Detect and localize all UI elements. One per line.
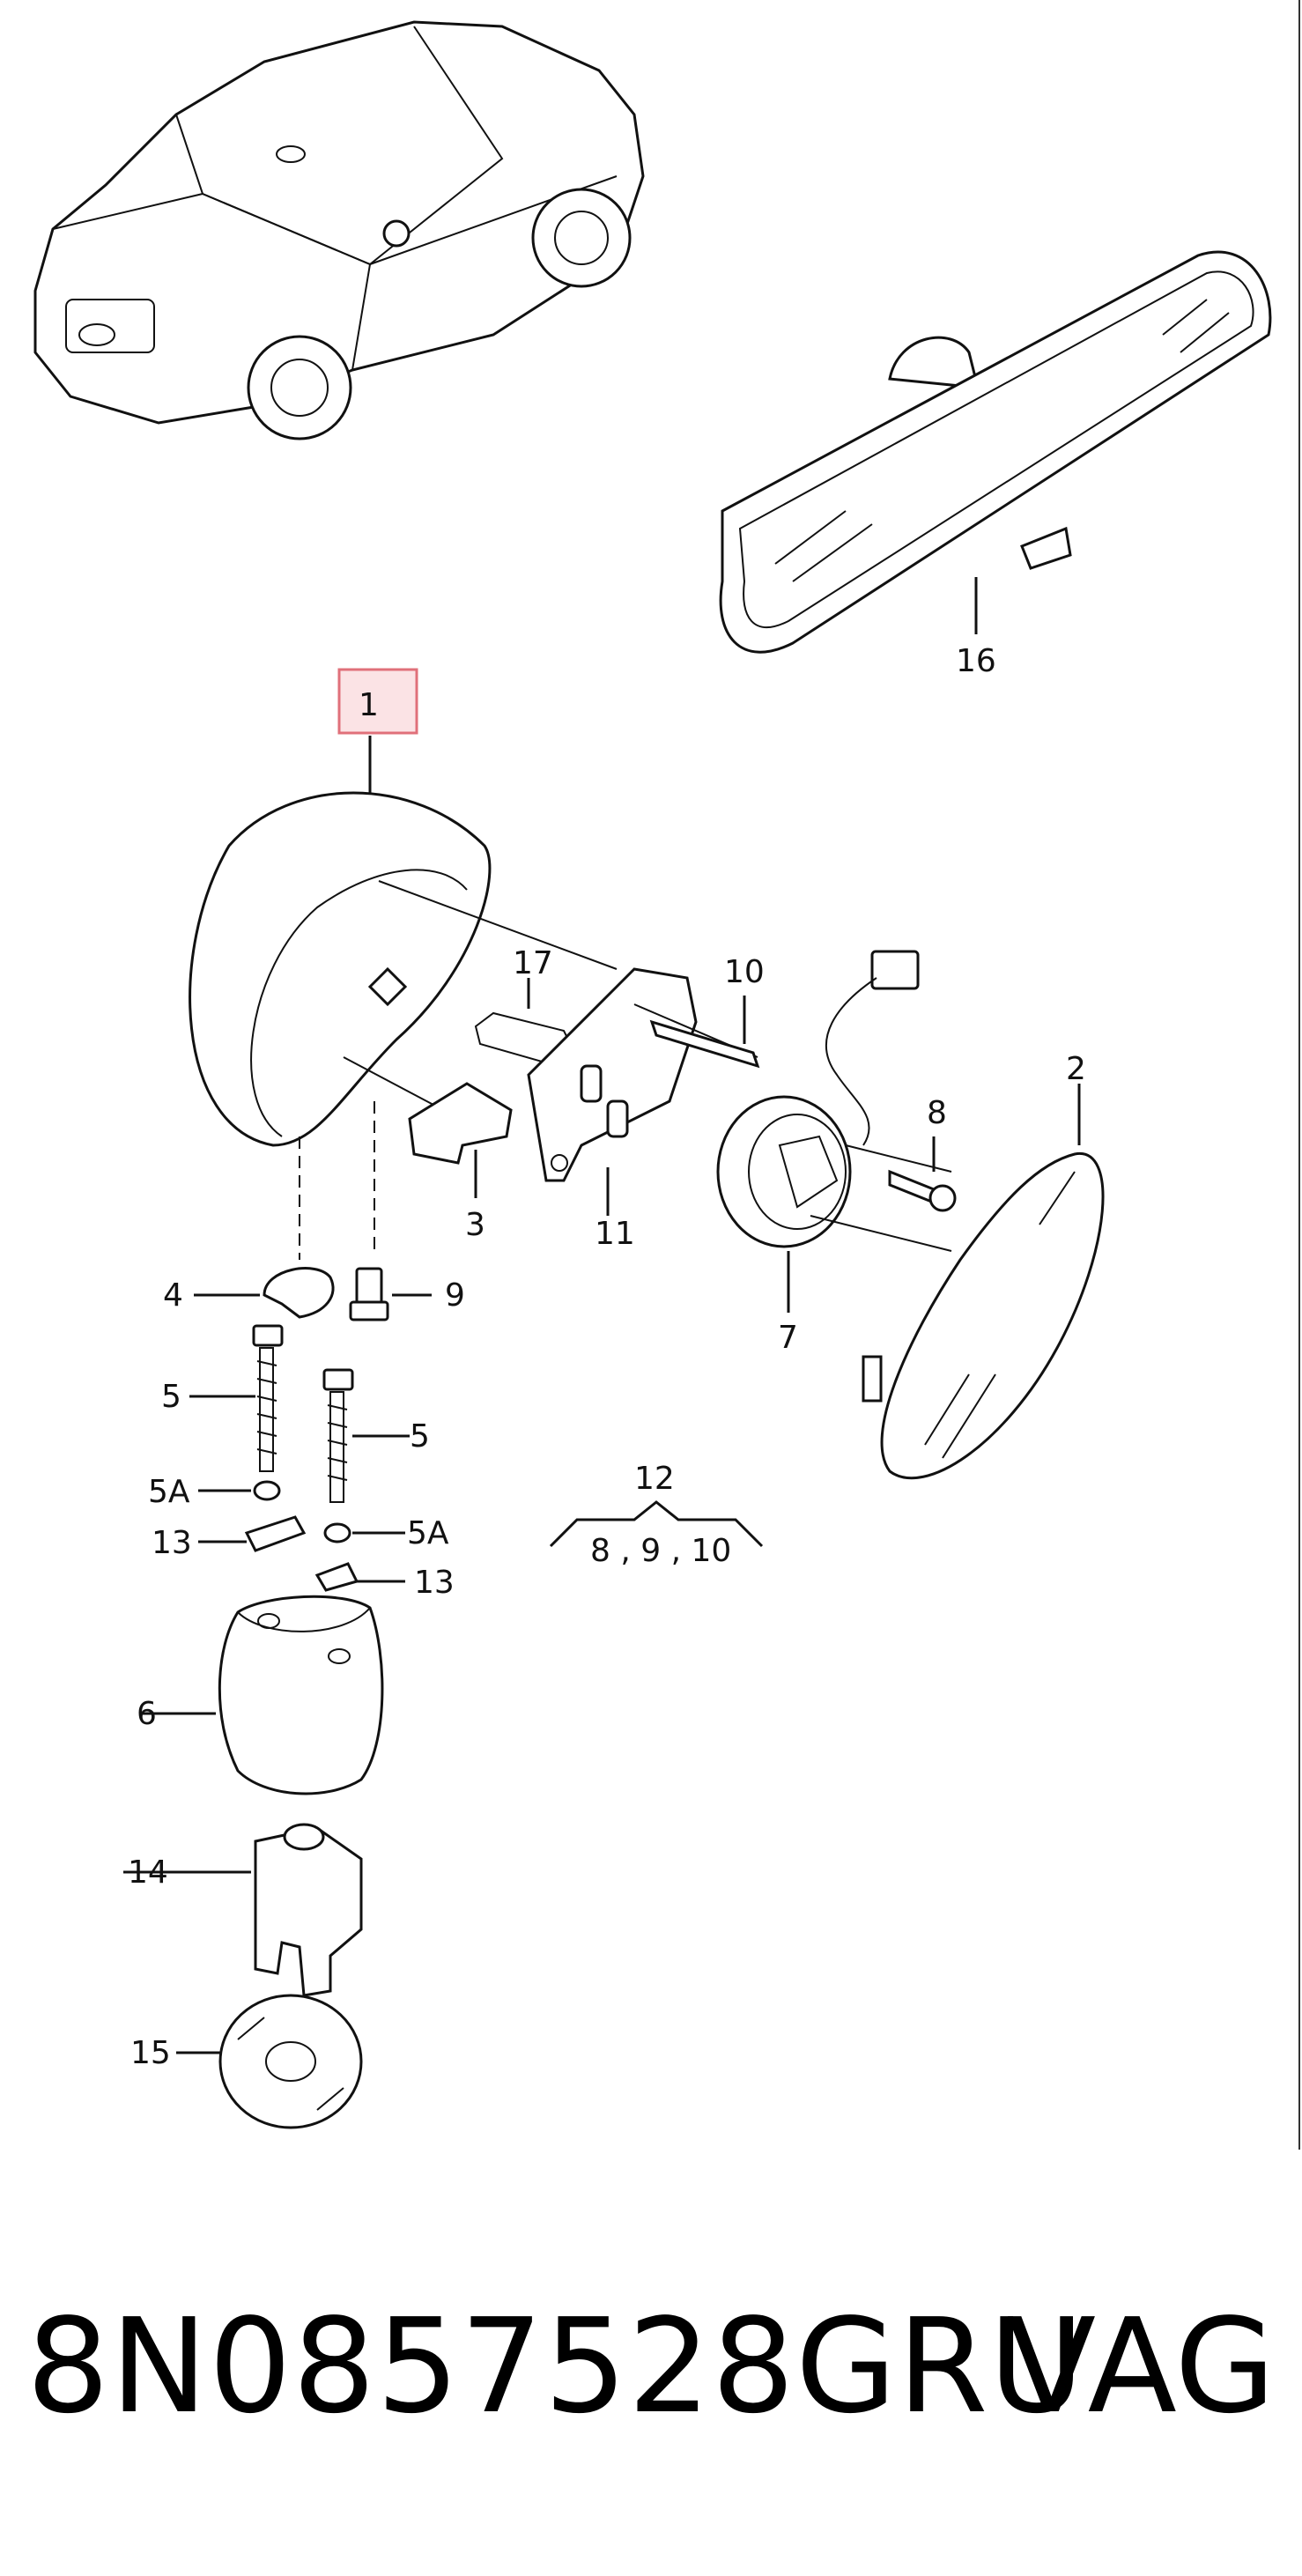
screw-10	[633, 996, 760, 1069]
kit-12-bracket	[549, 1500, 764, 1548]
wiring-connector	[825, 950, 920, 1146]
mirror-base	[141, 1595, 384, 1795]
label-13-left: 13	[152, 1525, 192, 1561]
label-10: 10	[724, 954, 765, 990]
label-13-right: 13	[414, 1565, 455, 1601]
interior-mirror	[719, 250, 1272, 654]
label-12-contents: 8 , 9 , 10	[590, 1533, 731, 1569]
label-5A-left: 5A	[148, 1474, 190, 1510]
label-8: 8	[927, 1095, 947, 1131]
label-2: 2	[1066, 1051, 1086, 1087]
spacer-4	[194, 1267, 335, 1319]
label-6: 6	[137, 1696, 157, 1732]
mirror-foot	[123, 1823, 363, 1997]
label-11: 11	[595, 1216, 635, 1252]
mirror-glass	[862, 1084, 1105, 1480]
gasket	[176, 1994, 363, 2129]
mirror-bracket	[527, 967, 698, 1216]
clip-part	[408, 1082, 513, 1198]
screw-8	[888, 1136, 957, 1212]
label-5-right: 5	[410, 1418, 430, 1455]
part-1-highlight	[337, 668, 418, 735]
plate-13-left	[198, 1515, 307, 1552]
label-7: 7	[778, 1320, 798, 1356]
plate-13-right	[314, 1562, 405, 1592]
bolt-5-left	[189, 1324, 284, 1472]
mirror-housing	[189, 736, 618, 1260]
label-5-left: 5	[161, 1379, 181, 1415]
label-1: 1	[359, 687, 379, 723]
car-illustration	[33, 20, 645, 440]
label-4: 4	[163, 1277, 183, 1314]
label-12: 12	[634, 1461, 675, 1497]
label-5A-right: 5A	[407, 1515, 449, 1551]
label-14: 14	[128, 1854, 168, 1891]
washer-5A-left	[198, 1480, 281, 1501]
label-9: 9	[445, 1277, 465, 1314]
label-16: 16	[956, 643, 996, 679]
label-17: 17	[513, 945, 553, 981]
washer-5A-right	[323, 1522, 405, 1543]
screw-9	[349, 1267, 432, 1321]
brand-name: VAG	[1006, 2291, 1276, 2442]
label-3: 3	[465, 1207, 485, 1243]
bolt-5-right	[322, 1368, 410, 1503]
mirror-motor	[716, 1095, 952, 1313]
label-15: 15	[130, 2035, 171, 2071]
page-edge-rule	[1298, 0, 1300, 2150]
part-number: 8N0857528GRU	[26, 2291, 1085, 2442]
